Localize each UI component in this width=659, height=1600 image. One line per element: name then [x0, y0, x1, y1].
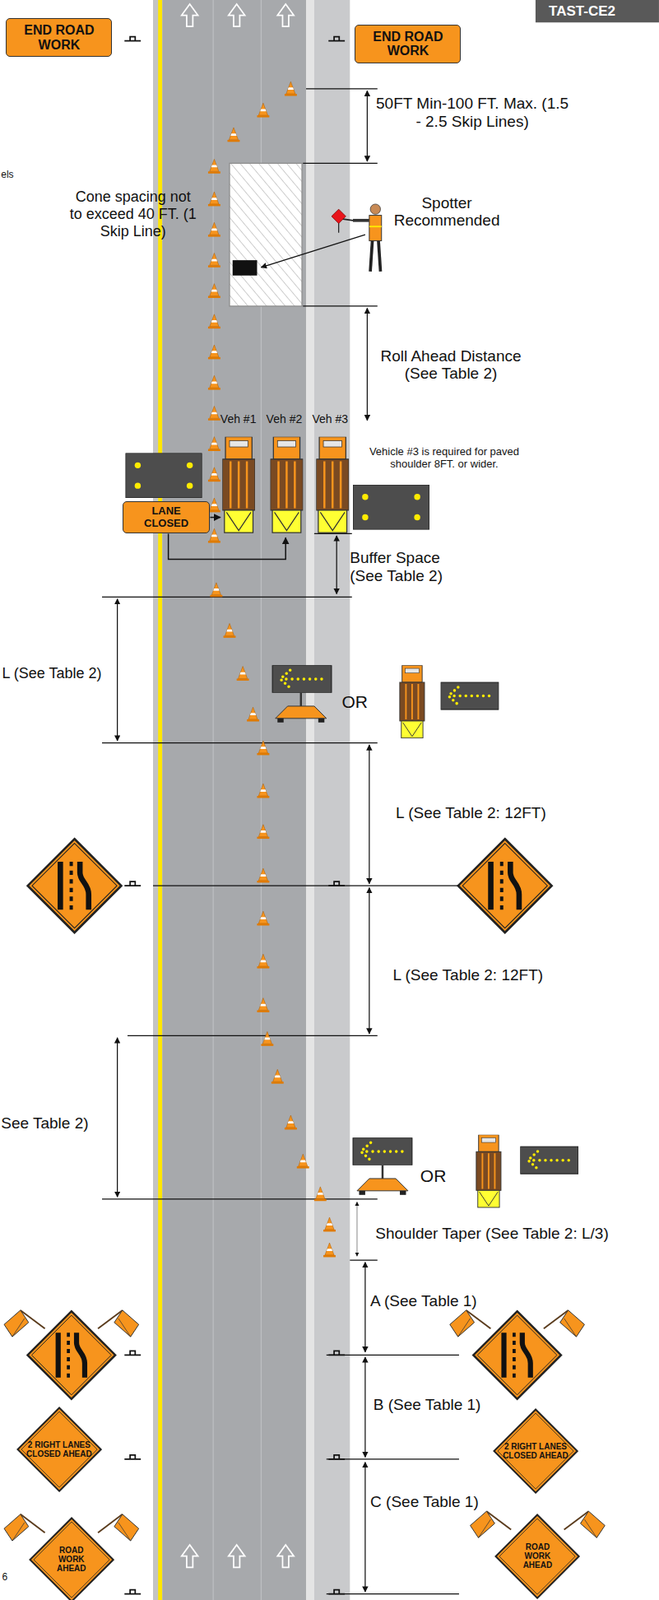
rectangular-sign: END ROAD WORK: [354, 24, 461, 64]
spotter-figure: [260, 204, 381, 272]
dimension-note: Cone spacing not to exceed 40 FT. (1 Ski…: [69, 188, 197, 240]
traffic-cone: [256, 102, 270, 117]
header-bar: [535, 0, 659, 23]
traffic-cone: [271, 1068, 284, 1083]
dimension-lines: [102, 88, 460, 1594]
traffic-cone: [227, 127, 241, 142]
sign-text: 2 RIGHT LANES CLOSED AHEAD: [25, 1439, 93, 1458]
dimension-note: OR: [341, 691, 368, 712]
sign-posts: [124, 37, 345, 1594]
traffic-cone: [256, 740, 270, 755]
sign-text: LANE CLOSED: [131, 505, 202, 530]
dimension-note: els: [0, 169, 14, 181]
dimension-note: Spotter Recommended: [385, 194, 509, 231]
rectangular-sign: LANE CLOSED: [122, 501, 211, 534]
warning-sign: ROAD WORK AHEAD: [28, 1516, 115, 1600]
traffic-cone: [208, 497, 221, 512]
dimension-note: B (See Table 1): [373, 1395, 482, 1414]
dimension-note: L (See Table 2): [1, 664, 102, 683]
dimension-note: Veh #3: [311, 412, 349, 426]
traffic-cone: [256, 783, 270, 798]
warning-sign: ROAD WORK AHEAD: [494, 1512, 581, 1599]
roadway: [153, 0, 350, 1600]
traffic-cone: [256, 953, 270, 968]
traffic-cone: [208, 222, 221, 237]
traffic-cone: [323, 1242, 336, 1257]
dimension-note: L (See Table 2: 12FT): [395, 803, 547, 822]
warning-sign: 2 RIGHT LANES CLOSED AHEAD: [16, 1406, 103, 1492]
traffic-cone: [256, 824, 270, 839]
dimension-note: Vehicle #3 is required for paved shoulde…: [369, 445, 520, 471]
traffic-cones: [208, 81, 336, 1257]
dimension-note: OR: [420, 1165, 447, 1186]
dimension-note: 50FT Min-100 FT. Max. (1.5 - 2.5 Skip Li…: [375, 94, 570, 131]
traffic-cone: [256, 867, 270, 882]
sign-text: ROAD WORK AHEAD: [515, 1541, 560, 1569]
dimension-note: Buffer Space (See Table 2): [349, 548, 462, 585]
traffic-cone: [284, 81, 298, 96]
work-area: [229, 162, 302, 307]
traffic-cone: [209, 582, 223, 597]
sign-text: END ROAD WORK: [14, 23, 103, 52]
dimension-note: Roll Ahead Distance (See Table 2): [369, 347, 533, 384]
traffic-cone: [208, 191, 221, 206]
sign-text: 2 RIGHT LANES CLOSED AHEAD: [501, 1441, 569, 1460]
traffic-cone: [208, 436, 221, 451]
traffic-cone: [208, 252, 221, 267]
traffic-cone: [208, 158, 221, 173]
rectangular-sign: END ROAD WORK: [5, 18, 112, 57]
traffic-cone: [236, 666, 250, 681]
traffic-cone: [260, 1030, 274, 1045]
dimension-note: C (See Table 1): [370, 1492, 479, 1511]
traffic-cone: [208, 528, 221, 543]
traffic-cone: [297, 1153, 310, 1168]
dimension-note: Veh #1: [220, 412, 257, 426]
traffic-cone: [314, 1186, 327, 1201]
warning-sign: 2 RIGHT LANES CLOSED AHEAD: [492, 1407, 579, 1494]
sign-text: END ROAD WORK: [363, 29, 452, 59]
sign-text: ROAD WORK AHEAD: [49, 1545, 94, 1573]
traffic-cone: [208, 314, 221, 329]
dimension-note: See Table 2): [0, 1113, 89, 1133]
lane-reduction-signs: [4, 838, 605, 1541]
traffic-cone: [208, 375, 221, 390]
dimension-note: A (See Table 1): [370, 1291, 478, 1310]
traffic-cone: [208, 467, 221, 482]
traffic-cone: [284, 1114, 298, 1129]
dimension-note: Veh #2: [266, 412, 303, 426]
traffic-cone: [256, 910, 270, 925]
traffic-cone: [256, 997, 270, 1012]
traffic-cone: [246, 706, 260, 721]
traffic-cone: [323, 1216, 336, 1231]
sheet-code: TAST-CE2: [548, 3, 616, 20]
traffic-cone: [208, 344, 221, 359]
page-number: 6: [1, 1571, 8, 1583]
dimension-note: Shoulder Taper (See Table 2: L/3): [375, 1224, 608, 1243]
dimension-note: L (See Table 2: 12FT): [392, 965, 543, 984]
traffic-cone: [208, 283, 221, 298]
arrow-boards: [272, 664, 579, 1207]
traffic-cone: [223, 623, 237, 638]
traffic-cone: [208, 405, 221, 420]
